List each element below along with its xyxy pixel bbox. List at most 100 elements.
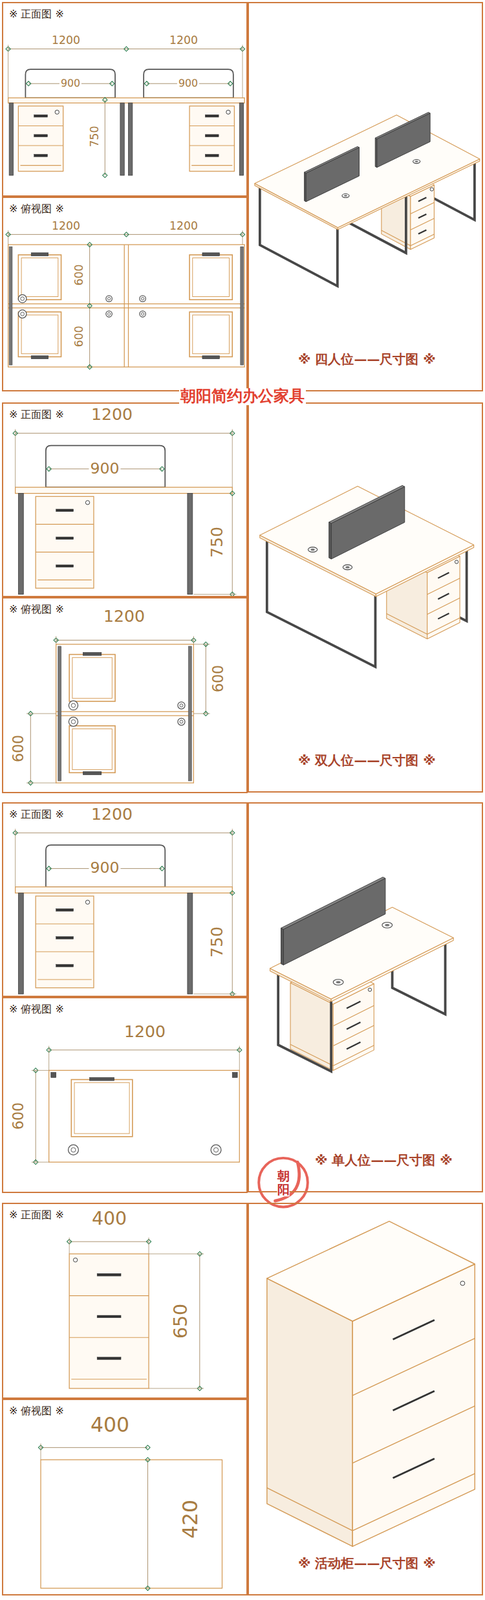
dimension-tick — [228, 81, 233, 87]
view-heading: ※ 正面图 ※ — [9, 808, 65, 820]
extension-line — [69, 1237, 70, 1254]
desk-top-outline — [49, 1069, 240, 1162]
dimension-value: 750 — [208, 525, 226, 559]
grommet — [342, 564, 352, 570]
grommet — [106, 311, 112, 317]
drawer-edge — [35, 950, 94, 952]
desk-screen-side — [329, 521, 332, 559]
grommet — [139, 295, 146, 302]
dimension-tick — [230, 890, 235, 895]
caption-panel: ※ 双人位——尺寸图 ※ — [247, 402, 484, 793]
dimension-value: 400 — [89, 1413, 131, 1436]
drawer-handle — [34, 114, 48, 118]
drawer-handle — [97, 1272, 121, 1276]
drawer-edge — [35, 551, 94, 553]
size-caption: ※ 四人位——尺寸图 ※ — [298, 351, 436, 367]
grommet — [177, 701, 185, 709]
drawer-edge — [427, 597, 460, 614]
cabinet-lock — [73, 1257, 77, 1261]
desk-top-outline — [56, 644, 194, 783]
desk-screen — [45, 445, 165, 488]
dimension-line — [205, 644, 207, 714]
dimension-value: 1200 — [89, 805, 134, 823]
drawer-handle — [346, 1021, 361, 1029]
cabinet-lock — [85, 899, 90, 904]
drawer-edge — [352, 1337, 475, 1395]
desk-screen-front — [331, 486, 405, 559]
view-panel: ※ 正面图 ※ — [1, 402, 248, 597]
view-panel: ※ 俯视图 ※ — [1, 596, 248, 793]
chair-cushion — [74, 1081, 130, 1133]
desk-top-top — [259, 486, 475, 594]
extension-line — [148, 1387, 204, 1388]
grommet-hole — [140, 312, 144, 315]
dimension-line — [35, 1069, 37, 1162]
chair-cushion — [72, 657, 112, 698]
line-drawing — [5, 44, 480, 1590]
size-caption: ※ 双人位——尺寸图 ※ — [298, 752, 436, 767]
chair-back — [31, 355, 48, 359]
desk-screen-top — [375, 112, 431, 140]
dimension-tick — [145, 1584, 151, 1590]
dimension-tick — [145, 1456, 151, 1462]
drawer-edge — [333, 1045, 374, 1066]
cabinet-lock — [85, 500, 90, 505]
dimension-value: 750 — [88, 124, 101, 149]
drawing-line — [8, 303, 246, 304]
drawer-edge — [18, 144, 63, 146]
dimension-tick — [159, 865, 165, 871]
drawer-cabinet — [35, 495, 94, 588]
drawer-edge — [410, 202, 435, 215]
dimension-tick — [145, 1444, 151, 1450]
drawer-handle — [56, 508, 74, 512]
extension-line — [242, 230, 244, 245]
grommet-hole — [345, 565, 350, 569]
dimension-line — [49, 1048, 240, 1050]
extension-line — [55, 635, 57, 645]
grommet — [382, 922, 393, 928]
chair-back — [82, 651, 101, 656]
steel-leg — [120, 102, 125, 176]
desk-top-top — [254, 115, 480, 228]
grommet-hole — [336, 980, 341, 983]
extension-line — [193, 712, 210, 714]
extension-line — [232, 828, 233, 893]
drawer-edge — [410, 234, 435, 246]
steel-leg — [9, 102, 13, 176]
dimension-value: 650 — [171, 1301, 191, 1340]
grommet-hole — [20, 296, 25, 301]
drawer-edge — [18, 125, 63, 127]
grommet-hole — [179, 719, 184, 723]
dimension-value: 1200 — [50, 219, 82, 233]
chair-cushion — [192, 258, 230, 297]
drawer-handle — [393, 1390, 435, 1410]
drawer-cabinet — [35, 895, 94, 988]
chair-back — [202, 252, 220, 257]
extension-line — [193, 643, 210, 645]
view-heading: ※ 正面图 ※ — [9, 8, 65, 21]
cabinet-top-outline — [40, 1458, 222, 1588]
steel-leg — [18, 892, 24, 994]
leg-foot — [232, 1072, 238, 1078]
drawer-cabinet — [69, 1253, 149, 1388]
dimension-line — [232, 892, 233, 994]
view-heading: ※ 俯视图 ※ — [9, 603, 65, 615]
drawer-handle — [418, 230, 427, 235]
drawer-edge — [352, 1405, 475, 1463]
view-heading: ※ 俯视图 ※ — [9, 203, 65, 215]
extension-line — [193, 993, 237, 994]
extension-line — [31, 1161, 50, 1163]
drawer-edge — [427, 617, 460, 634]
cabinet-plinth — [386, 613, 428, 635]
dimension-tick — [87, 364, 92, 370]
chair-cushion — [192, 314, 230, 354]
extension-line — [232, 428, 233, 493]
chair-cushion — [21, 314, 59, 354]
caption-panel: ※ 单人位——尺寸图 ※ — [247, 801, 484, 1192]
desk-screen-side — [281, 927, 284, 965]
grommet-hole — [140, 297, 144, 301]
drawer-handle — [437, 592, 449, 599]
desk-top — [15, 886, 233, 893]
